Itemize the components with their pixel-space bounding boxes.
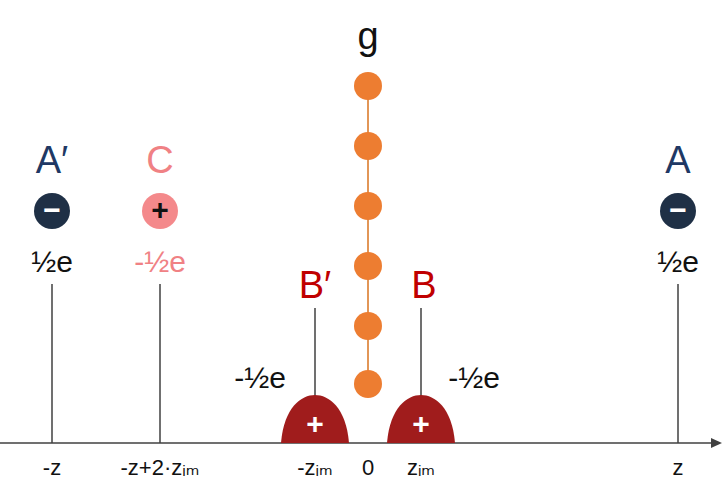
particle-chain — [354, 72, 382, 398]
charge-bump — [387, 395, 455, 443]
particle — [354, 312, 382, 340]
field-label: g — [357, 17, 378, 55]
charge-value: -½e — [134, 247, 186, 277]
charge-value: ½e — [31, 247, 73, 277]
charge-name: B′ — [299, 266, 331, 304]
charge-disc — [142, 193, 178, 229]
leader-line — [420, 308, 422, 396]
charge-name: A — [665, 141, 690, 179]
particle — [354, 252, 382, 280]
charge-bump — [281, 395, 349, 443]
charge-sign: + — [306, 409, 324, 439]
charge-value: -½e — [448, 363, 500, 393]
leader-line — [677, 284, 679, 443]
charge-disc — [660, 193, 696, 229]
charge-name: B — [411, 266, 436, 304]
axis-tick-label: zᵢₘ — [407, 457, 435, 479]
particle — [354, 370, 382, 398]
charge-disc — [34, 193, 70, 229]
particle — [354, 72, 382, 100]
charge-circle: A−½e — [660, 193, 696, 229]
particle — [354, 132, 382, 160]
charge-name: A′ — [36, 141, 68, 179]
charge-value: ½e — [657, 247, 699, 277]
charge-cloud: B+-½e — [387, 395, 455, 443]
charge-circle: A′−½e — [34, 193, 70, 229]
leader-line — [314, 308, 316, 396]
leader-line — [51, 284, 53, 443]
charge-sign: − — [43, 195, 61, 225]
charge-circle: C+-½e — [142, 193, 178, 229]
charge-sign: − — [669, 195, 687, 225]
axis-tick-label: -zᵢₘ — [297, 457, 333, 479]
particle — [354, 192, 382, 220]
charge-cloud: B′+-½e — [281, 395, 349, 443]
axis-arrowhead — [711, 438, 722, 448]
axis-tick-label: 0 — [362, 457, 374, 479]
charge-value: -½e — [234, 363, 286, 393]
charge-sign: + — [151, 195, 169, 225]
axis-tick-label: z — [673, 457, 684, 479]
axis-tick-label: -z+2·zᵢₘ — [121, 457, 200, 479]
charge-name: C — [146, 141, 173, 179]
leader-lines — [52, 284, 678, 443]
leader-line — [159, 284, 161, 443]
axis-tick-label: -z — [43, 457, 61, 479]
axis-line — [0, 442, 713, 444]
charge-sign: + — [412, 409, 430, 439]
